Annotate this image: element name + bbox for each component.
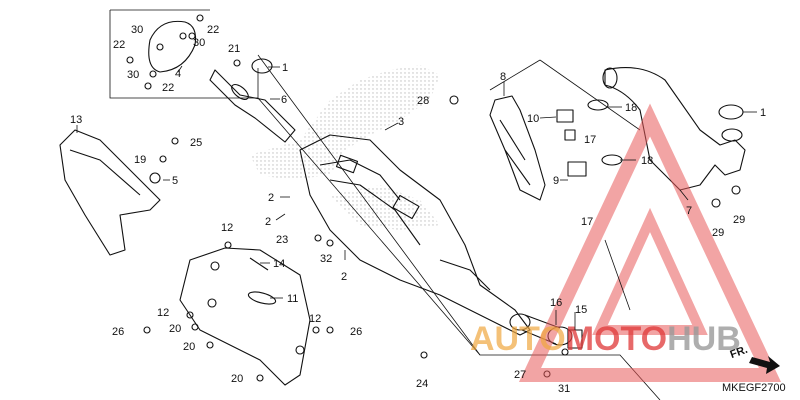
callout-12b: 12	[157, 307, 169, 319]
callout-20b: 20	[183, 341, 195, 353]
callout-30c: 30	[127, 69, 139, 81]
callout-12c: 12	[309, 313, 321, 325]
part-clamps	[556, 99, 741, 208]
part-end-cover	[148, 20, 197, 73]
callout-19: 19	[134, 154, 146, 166]
part-exhaust-pipe	[602, 67, 746, 191]
callout-30a: 30	[131, 24, 143, 36]
callout-18a: 18	[625, 102, 637, 114]
callout-2a: 2	[268, 192, 274, 204]
callout-6: 6	[281, 94, 287, 106]
callout-23: 23	[276, 234, 288, 246]
assembly-frame-right	[539, 59, 641, 131]
callout-26b: 26	[350, 326, 362, 338]
callout-2c: 2	[341, 271, 347, 283]
part-muffler-body	[299, 134, 531, 336]
callout-17b: 17	[581, 216, 593, 228]
callout-32: 32	[320, 253, 332, 265]
halftone-wing-logo	[250, 65, 440, 230]
callout-3: 3	[398, 116, 404, 128]
callout-15: 15	[575, 304, 587, 316]
part-gasket-1a	[251, 58, 273, 74]
assembly-frame-right-2	[489, 59, 541, 91]
direction-label: FR.	[729, 344, 750, 361]
callout-11: 11	[287, 293, 298, 305]
callout-1a: 1	[282, 62, 288, 74]
part-gasket-1b	[718, 104, 744, 120]
callout-25: 25	[190, 137, 202, 149]
callout-29b: 29	[712, 227, 724, 239]
callout-22c: 22	[162, 82, 174, 94]
callout-18b: 18	[641, 155, 653, 167]
callout-31: 31	[558, 383, 570, 395]
callout-1b: 1	[760, 107, 766, 119]
part-heat-shield	[179, 247, 311, 386]
callout-13: 13	[70, 114, 82, 126]
part-small-fasteners-top	[126, 14, 204, 90]
watermark-text: AUTOMOTOHUB	[470, 320, 741, 358]
callout-24: 24	[416, 378, 428, 390]
callout-28: 28	[417, 95, 429, 107]
part-side-cover	[59, 129, 161, 256]
diagram-code: MKEGF2700	[722, 382, 786, 394]
callout-labels: 1 1 2 2 2 3 4 5 6 7 8 9 10 11 12 12 12 1…	[70, 24, 766, 395]
callout-26a: 26	[112, 326, 124, 338]
callout-12a: 12	[221, 222, 233, 234]
callout-27: 27	[514, 369, 526, 381]
callout-5: 5	[172, 175, 178, 187]
callout-16: 16	[550, 297, 562, 309]
callout-30b: 30	[193, 37, 205, 49]
part-heat-protector	[489, 95, 546, 201]
callout-20c: 20	[231, 373, 243, 385]
assembly-box-diag	[257, 97, 481, 356]
callout-8: 8	[500, 71, 506, 83]
part-joint-pipe	[209, 69, 296, 143]
callout-22a: 22	[113, 39, 125, 51]
callout-2b: 2	[265, 216, 271, 228]
callout-20a: 20	[169, 323, 181, 335]
watermark-logo	[518, 103, 782, 382]
callout-14: 14	[273, 258, 285, 270]
callout-4: 4	[175, 68, 181, 80]
direction-arrow	[749, 356, 780, 374]
assembly-box-cover	[109, 10, 259, 99]
callout-22b: 22	[207, 24, 219, 36]
callout-17a: 17	[584, 134, 596, 146]
leader-lines	[76, 65, 757, 330]
callout-7: 7	[686, 205, 692, 217]
callout-29a: 29	[733, 214, 745, 226]
callout-10: 10	[527, 113, 539, 125]
callout-21: 21	[228, 43, 240, 55]
callout-9: 9	[553, 175, 559, 187]
